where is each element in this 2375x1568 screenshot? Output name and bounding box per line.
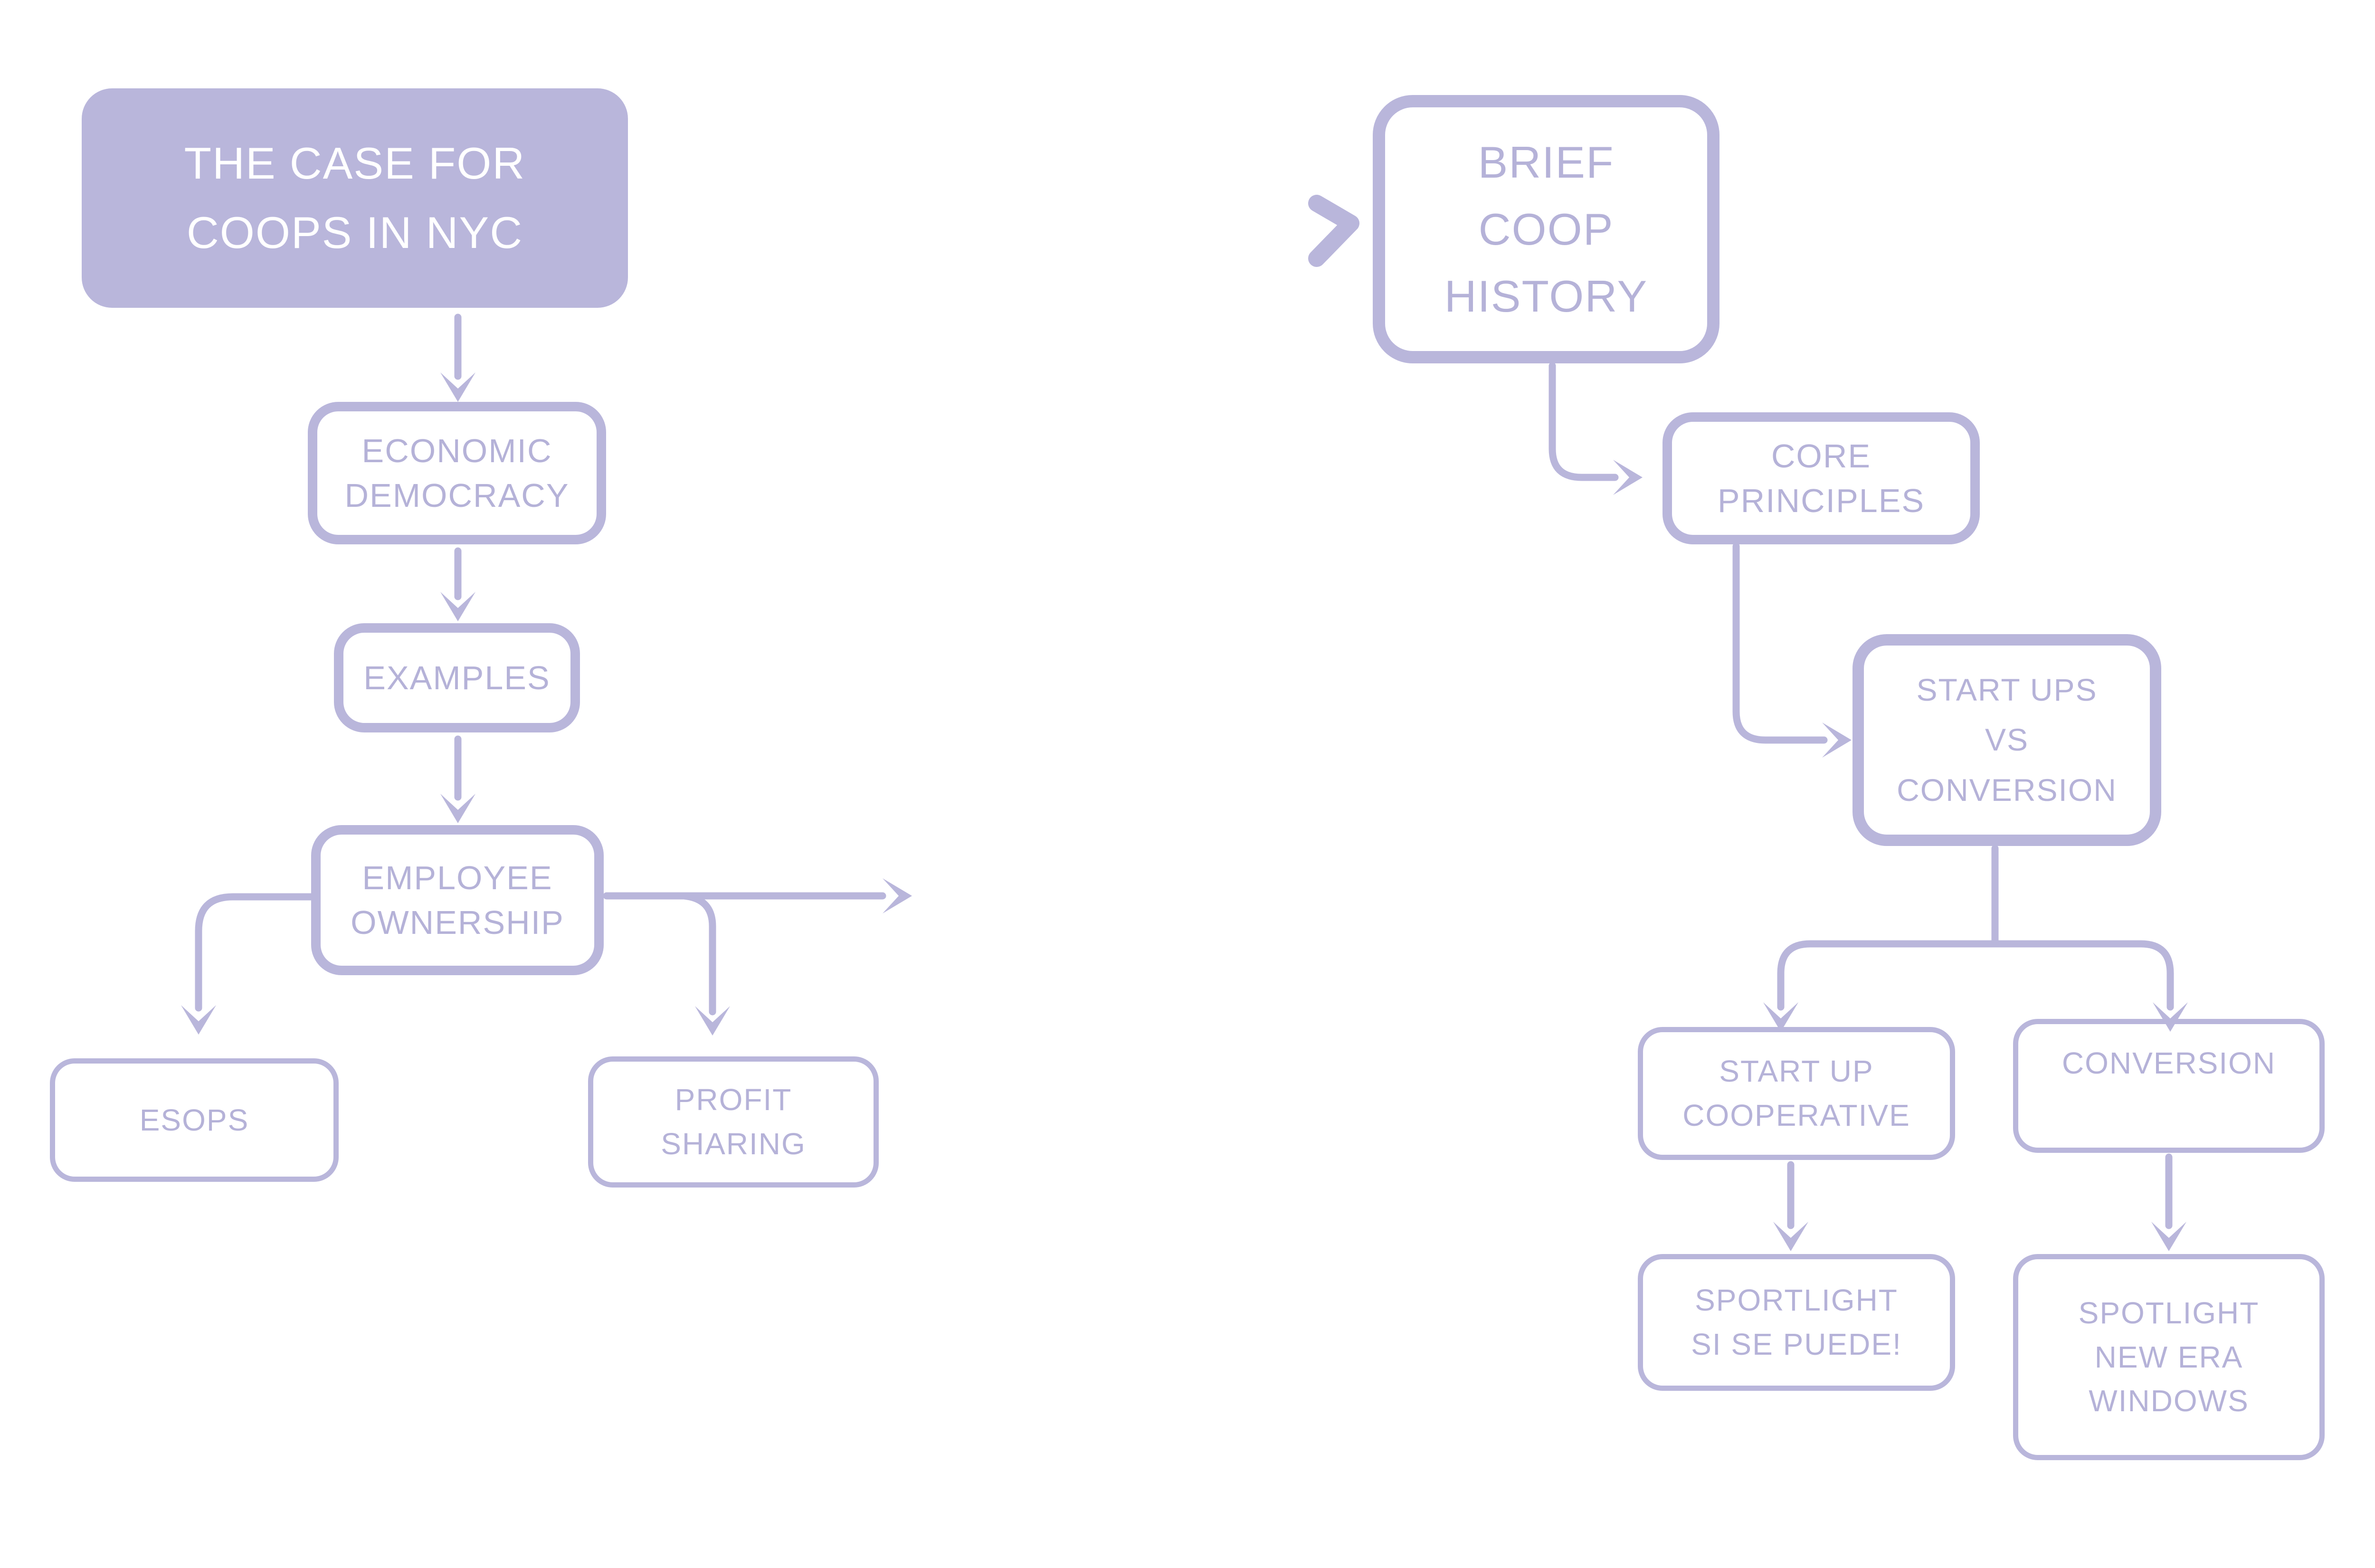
node-label-line: BRIEF [1478, 137, 1615, 187]
node-label-line: CORE [1771, 437, 1872, 475]
node-label-line: PROFIT [674, 1083, 792, 1117]
node-label-line: NEW ERA [2094, 1340, 2243, 1374]
node-label-line: START UPS [1916, 672, 2098, 707]
arrowhead-down-icon [1773, 1222, 1808, 1251]
node-conversion: CONVERSION [2013, 1019, 2325, 1153]
node-label-line: DEMOCRACY [344, 477, 570, 514]
arrowhead-right-icon [883, 878, 912, 913]
node-label-line: COOPS IN NYC [186, 208, 523, 257]
node-startups-vs-conversion: START UPS VS CONVERSION [1852, 634, 2161, 846]
node-start-up-cooperative: START UP COOPERATIVE [1638, 1027, 1955, 1160]
connector-employee-ownership-to-esops [195, 893, 315, 1012]
arrowhead-down-icon [2151, 1222, 2186, 1251]
connector-startups-vs-conversion-split-bar [1777, 940, 2174, 1011]
node-spotlight-si-se-puede: SPORTLIGHT SI SE PUEDE! [1638, 1254, 1955, 1391]
node-label-line: THE CASE FOR [184, 138, 526, 189]
node-label-line: HISTORY [1444, 271, 1648, 321]
node-label-line: EXAMPLES [363, 659, 551, 696]
arrowhead-right-icon [1822, 722, 1852, 758]
node-label-line: SHARING [661, 1127, 806, 1161]
node-label-line: SI SE PUEDE! [1691, 1327, 1902, 1361]
connector-brief-coop-history-to-core-principles [1548, 362, 1619, 481]
node-label-line: PRINCIPLES [1717, 482, 1925, 519]
node-label-line: ECONOMIC [361, 432, 552, 469]
node-label-line: CONVERSION [1897, 772, 2117, 808]
arrowhead-down-icon [1763, 1002, 1798, 1032]
arrowhead-down-icon [181, 1005, 216, 1035]
node-label-line: COOP [1478, 204, 1614, 254]
node-brief-coop-history: BRIEF COOP HISTORY [1373, 95, 1720, 363]
node-label-line: CONVERSION [2062, 1046, 2276, 1080]
arrowhead-down-icon [695, 1006, 730, 1036]
arrowhead-down-icon [440, 592, 475, 621]
node-label-line: VS [1985, 722, 2029, 758]
node-esops: ESOPS [50, 1058, 339, 1182]
node-label-line: SPOTLIGHT [2078, 1295, 2260, 1330]
node-profit-sharing: PROFIT SHARING [588, 1056, 879, 1188]
node-label-line: EMPLOYEE [362, 859, 553, 896]
node-label-line: ESOPS [139, 1102, 249, 1137]
arrowhead-down-icon [440, 794, 475, 823]
node-economic-democracy: ECONOMIC DEMOCRACY [308, 402, 606, 544]
node-examples: EXAMPLES [334, 623, 580, 732]
node-label-line: SPORTLIGHT [1695, 1283, 1898, 1318]
node-label-line: WINDOWS [2089, 1384, 2249, 1418]
node-core-principles: CORE PRINCIPLES [1662, 412, 1980, 544]
connector-core-principles-to-startups-vs-conversion [1732, 542, 1828, 744]
node-spotlight-new-era-windows: SPOTLIGHT NEW ERA WINDOWS [2013, 1254, 2325, 1460]
node-label-line: COOPERATIVE [1682, 1098, 1910, 1132]
chevron-right-icon [1308, 195, 1359, 267]
node-employee-ownership: EMPLOYEE OWNERSHIP [311, 825, 604, 975]
arrowhead-down-icon [440, 372, 475, 402]
node-the-case-for-coops-in-nyc: THE CASE FOR COOPS IN NYC [82, 88, 628, 308]
node-label-line: START UP [1719, 1054, 1874, 1089]
arrowhead-right-icon [1613, 460, 1643, 495]
arrowhead-down-icon [2153, 1002, 2188, 1032]
node-label-line: OWNERSHIP [351, 904, 564, 941]
connector-employee-ownership-to-profit-sharing [680, 892, 716, 1016]
